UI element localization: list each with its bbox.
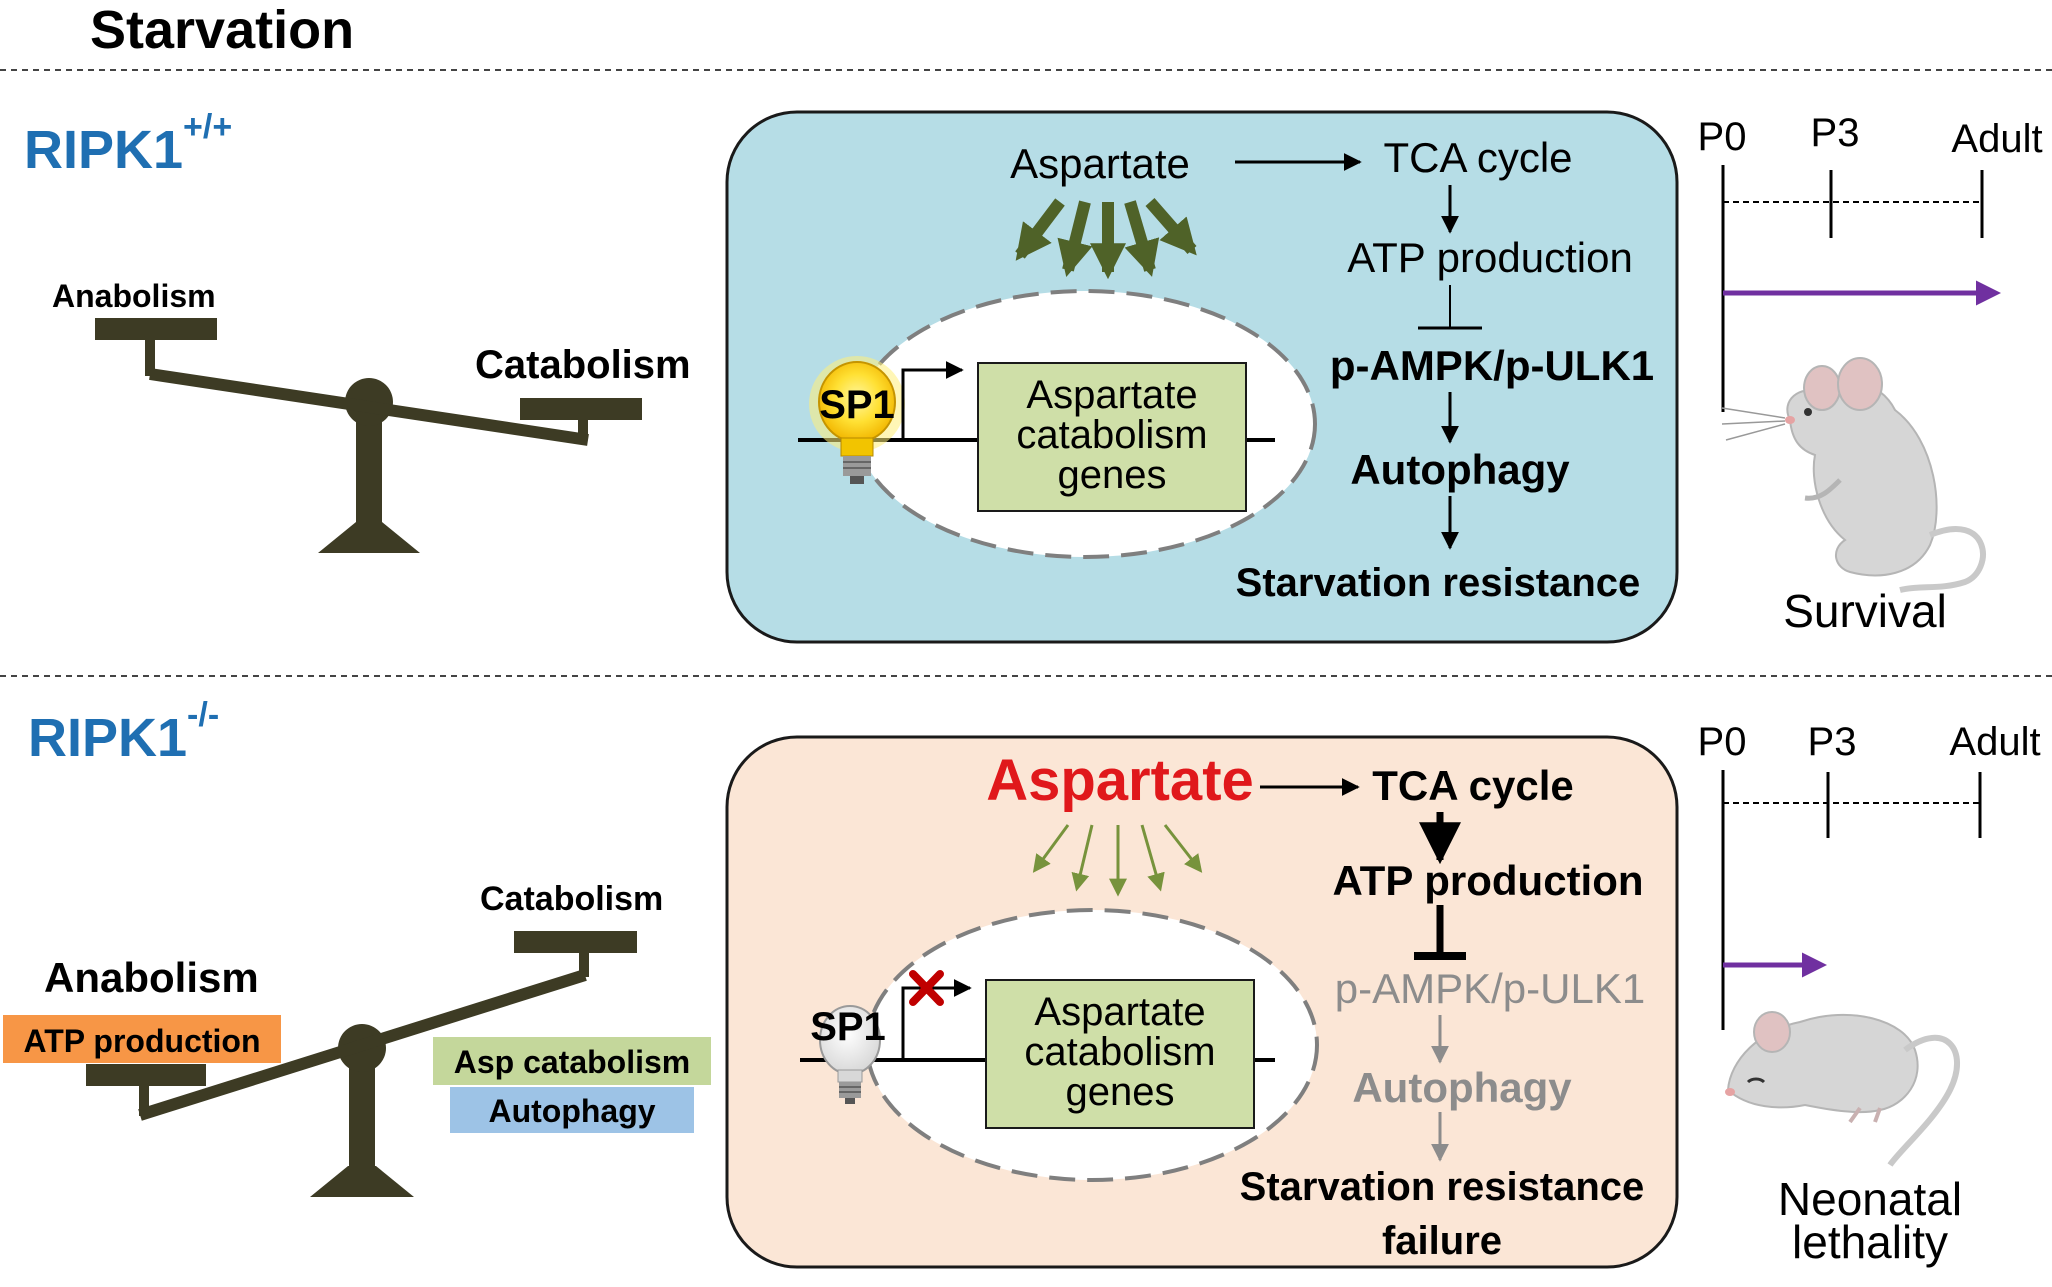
ko-right-pan-stem bbox=[579, 951, 589, 977]
ko-promoter-arrow bbox=[901, 979, 972, 1060]
ko-scale-base bbox=[310, 1166, 414, 1197]
wt-gene-box bbox=[977, 362, 1247, 512]
wt-gene-label-2: catabolism bbox=[1016, 413, 1207, 457]
wt-right-pan-stem bbox=[578, 416, 588, 440]
ko-result-lethality: lethality bbox=[1792, 1216, 1948, 1268]
wt-autophagy: Autophagy bbox=[1350, 446, 1570, 493]
ko-tca-cycle: TCA cycle bbox=[1372, 762, 1574, 809]
ko-gene-label-3: genes bbox=[1066, 1070, 1175, 1114]
ko-timeline-p0: P0 bbox=[1698, 720, 1747, 764]
wt-promoter-arrow bbox=[901, 361, 964, 440]
wt-atp-production: ATP production bbox=[1347, 234, 1633, 281]
ko-atp-production: ATP production bbox=[1332, 857, 1643, 904]
ko-left-pan bbox=[86, 1064, 206, 1086]
ko-fan-arrow-5 bbox=[1163, 824, 1203, 873]
ko-gene-box bbox=[985, 979, 1255, 1129]
wt-right-pan bbox=[520, 398, 642, 420]
wt-gene-label-3: genes bbox=[1058, 453, 1167, 497]
wt-tca-cycle: TCA cycle bbox=[1383, 134, 1572, 181]
ko-scale-beam bbox=[138, 969, 587, 1121]
wt-ampk-ulk1: p-AMPK/p-ULK1 bbox=[1330, 342, 1654, 389]
blocked-x-icon bbox=[909, 970, 944, 1006]
ko-right-pan bbox=[514, 931, 637, 953]
ko-timeline-adult: Adult bbox=[1949, 720, 2040, 764]
ko-timeline-p3: P3 bbox=[1808, 720, 1857, 764]
ko-lightbulb-off-icon bbox=[819, 1005, 881, 1104]
wt-fan-arrow-1 bbox=[1015, 198, 1065, 261]
wt-fan-arrow-5 bbox=[1145, 198, 1197, 256]
wt-left-pan-stem bbox=[145, 338, 155, 376]
wt-starvation-resistance: Starvation resistance bbox=[1236, 561, 1641, 605]
wt-aspartate: Aspartate bbox=[1010, 140, 1190, 187]
ko-scale-post bbox=[349, 1055, 375, 1170]
ko-anabolism-label: Anabolism bbox=[44, 954, 259, 1001]
ko-genotype-label: RIPK1-/- bbox=[28, 696, 219, 768]
ko-atp-tag: ATP production bbox=[23, 1023, 260, 1059]
wt-catabolism-label: Catabolism bbox=[475, 343, 691, 387]
wt-timeline-p3: P3 bbox=[1811, 111, 1860, 155]
wt-sp1: SP1 bbox=[819, 383, 895, 427]
wt-aspartate-fan-arrows bbox=[1015, 198, 1197, 280]
ko-sp1: SP1 bbox=[810, 1005, 886, 1049]
ko-autophagy-tag-bg bbox=[450, 1087, 694, 1133]
ko-balance-scale bbox=[86, 931, 637, 1197]
ko-gene-label-2: catabolism bbox=[1024, 1030, 1215, 1074]
ko-atp-tag-bg bbox=[3, 1015, 281, 1063]
wt-scale-post bbox=[356, 408, 382, 528]
ko-panel: RIPK1-/- Catabolism Anabolism ATP produc… bbox=[3, 696, 2041, 1269]
wt-gene-label-1: Aspartate bbox=[1026, 373, 1197, 417]
ko-fan-arrow-2 bbox=[1071, 824, 1094, 892]
ko-gene-label-1: Aspartate bbox=[1034, 990, 1205, 1034]
ko-autophagy: Autophagy bbox=[1352, 1064, 1572, 1111]
ko-autophagy-tag: Autophagy bbox=[488, 1093, 655, 1129]
wt-panel: RIPK1+/+ Anabolism Catabolism Aspartate … bbox=[24, 108, 2043, 644]
ko-starvation-resistance: Starvation resistance bbox=[1240, 1165, 1645, 1209]
ko-aspartate-fan-arrows bbox=[1032, 824, 1203, 897]
wt-genotype-label: RIPK1+/+ bbox=[24, 108, 232, 180]
wt-fan-arrow-2 bbox=[1057, 200, 1093, 277]
ko-genotype-superscript: -/- bbox=[187, 696, 219, 734]
ko-asp-catabolism-tag-bg bbox=[433, 1037, 711, 1085]
wt-lightbulb-on-icon bbox=[809, 356, 905, 484]
ko-fan-arrow-4 bbox=[1140, 824, 1165, 892]
ko-failure: failure bbox=[1382, 1219, 1502, 1263]
ko-aspartate: Aspartate bbox=[986, 748, 1254, 813]
lying-mouse-icon bbox=[1725, 1011, 1961, 1167]
ko-asp-catabolism-tag: Asp catabolism bbox=[454, 1044, 691, 1080]
ko-genotype-name: RIPK1 bbox=[28, 708, 187, 768]
wt-scale-base bbox=[318, 522, 420, 553]
ko-catabolism-label: Catabolism bbox=[480, 880, 663, 918]
wt-timeline-adult: Adult bbox=[1951, 117, 2042, 161]
wt-left-pan bbox=[95, 318, 217, 340]
ko-result-neonatal: Neonatal bbox=[1778, 1173, 1962, 1225]
wt-anabolism-label: Anabolism bbox=[52, 278, 216, 314]
ko-ampk-ulk1: p-AMPK/p-ULK1 bbox=[1335, 965, 1645, 1012]
wt-genotype-name: RIPK1 bbox=[24, 120, 183, 180]
wt-balance-scale bbox=[95, 318, 642, 553]
wt-scale-beam bbox=[149, 368, 589, 446]
standing-mouse-icon bbox=[1721, 357, 1986, 593]
wt-genotype-superscript: +/+ bbox=[183, 108, 232, 146]
ko-fan-arrow-1 bbox=[1032, 824, 1070, 873]
wt-result-survival: Survival bbox=[1783, 585, 1947, 637]
wt-timeline-p0: P0 bbox=[1698, 115, 1747, 159]
wt-fan-arrow-4 bbox=[1124, 200, 1160, 277]
page-title: Starvation bbox=[90, 0, 354, 60]
ko-left-pan-stem bbox=[139, 1084, 149, 1116]
